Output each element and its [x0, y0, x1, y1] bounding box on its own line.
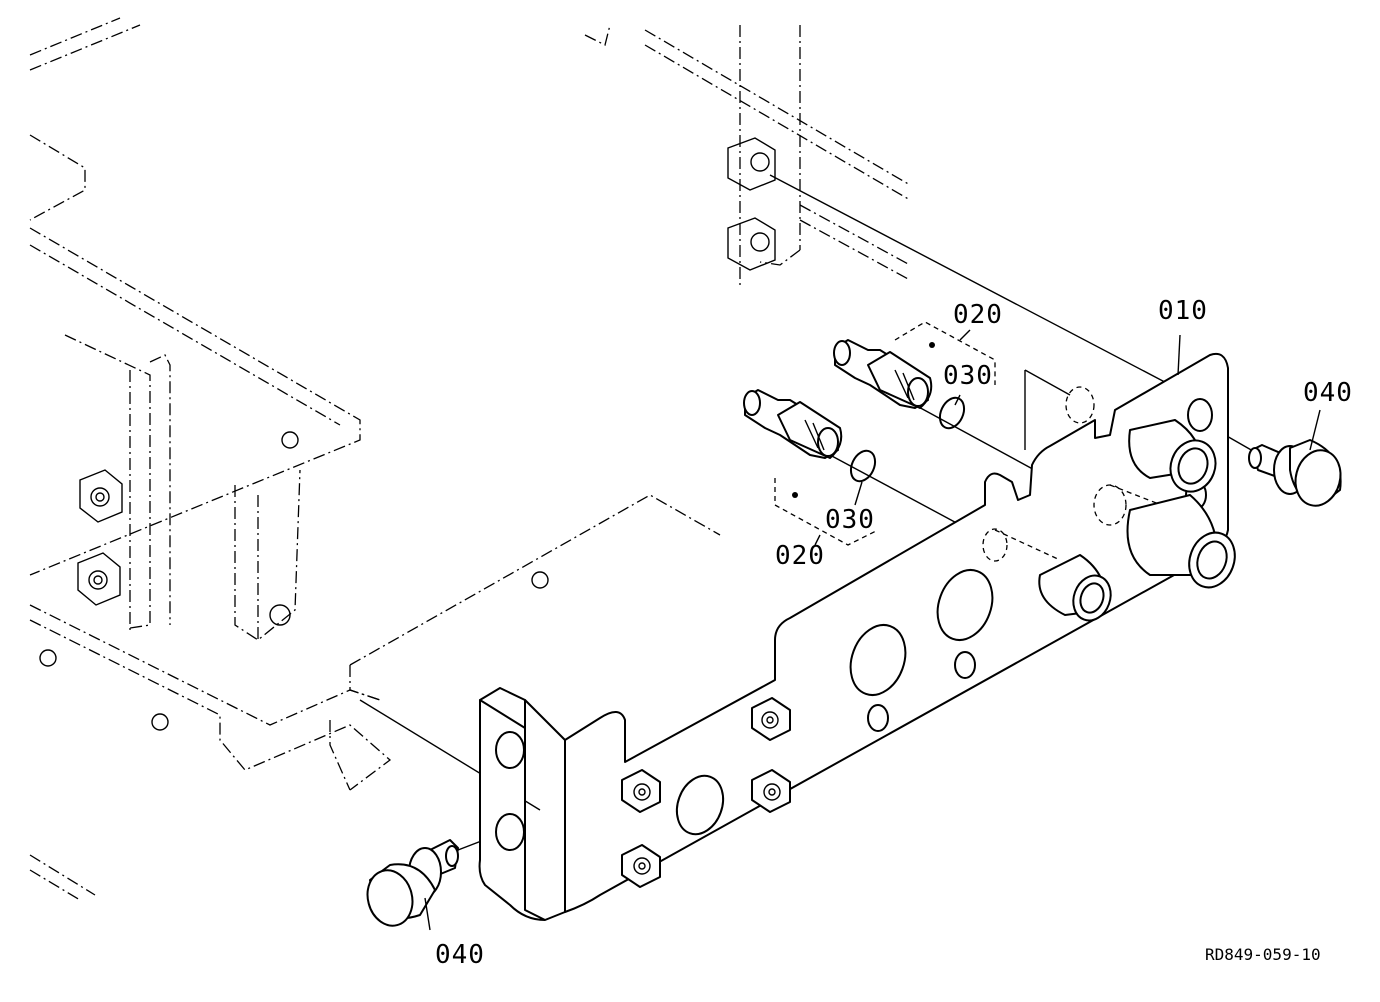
label-part-040-left: 040 — [435, 940, 485, 970]
o-ring-030-lower — [849, 449, 877, 483]
clip-nut-2 — [621, 769, 661, 813]
bolt-040-right — [1248, 439, 1342, 507]
nut-left-upper — [79, 469, 123, 523]
label-part-030-upper: 030 — [943, 361, 993, 391]
clip-nut-3 — [751, 769, 791, 813]
clip-nut-1 — [751, 697, 791, 741]
coupler-upper — [1128, 419, 1217, 493]
fitting-020-lower — [743, 389, 843, 459]
nut-top-right-1 — [727, 137, 776, 191]
nut-top-right-2 — [727, 217, 776, 271]
label-part-010: 010 — [1158, 296, 1208, 326]
bolt-040-left — [366, 839, 459, 927]
label-part-030-lower: 030 — [825, 505, 875, 535]
clip-nut-4 — [621, 844, 661, 888]
bracket-010 — [478, 352, 1229, 921]
label-part-040-right: 040 — [1303, 378, 1353, 408]
background-frame — [29, 17, 911, 901]
diagram-reference-code: RD849-059-10 — [1205, 945, 1321, 964]
mounted-couplers — [1038, 419, 1236, 622]
label-part-020-upper: 020 — [953, 300, 1003, 330]
fitting-020-upper — [833, 339, 933, 409]
leader-lines — [424, 329, 1321, 931]
label-part-020-lower: 020 — [775, 541, 825, 571]
nut-left-lower — [77, 552, 121, 606]
group-bracket-020-upper — [894, 321, 996, 385]
clip-nuts — [621, 697, 791, 888]
o-ring-030-upper — [938, 396, 966, 430]
coupler-middle — [1126, 494, 1236, 589]
background-nuts — [77, 137, 776, 606]
coupler-lower — [1038, 554, 1112, 622]
group-bracket-020-lower — [774, 478, 879, 546]
